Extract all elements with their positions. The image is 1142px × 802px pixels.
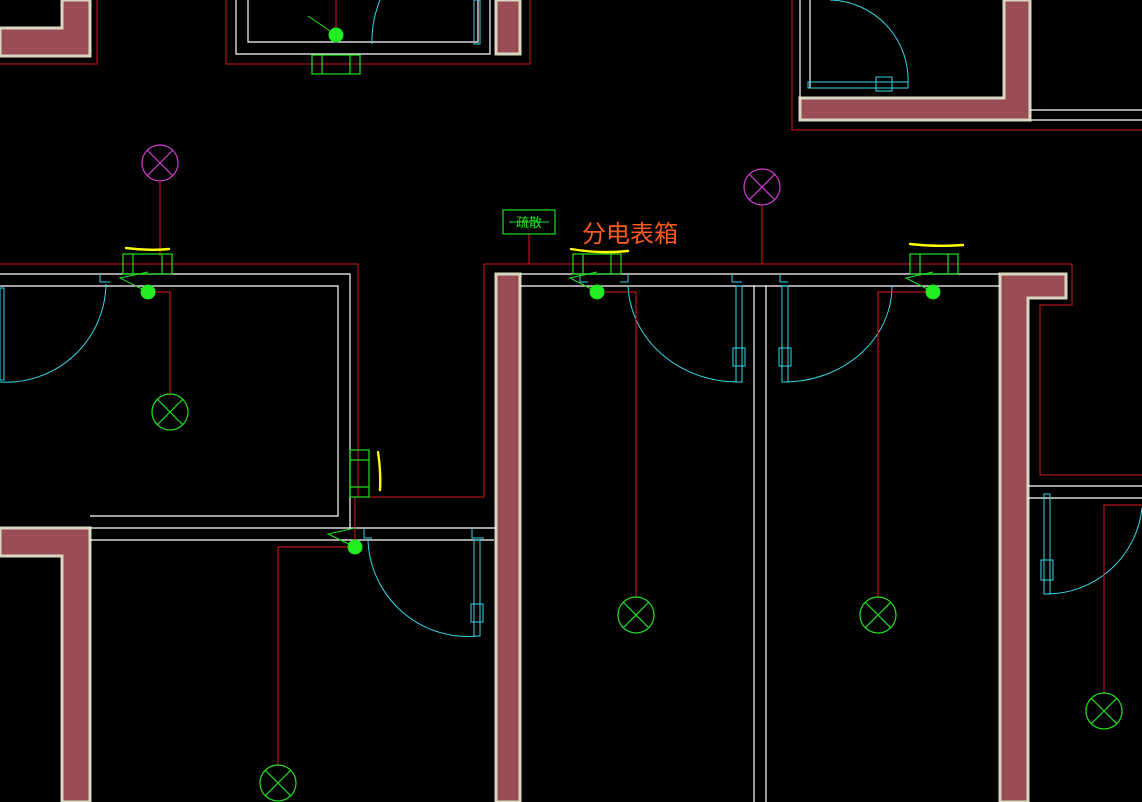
wall-top-right	[798, 0, 1032, 122]
switch-icon[interactable]	[307, 15, 344, 43]
ceiling-lamp-icon[interactable]	[859, 596, 897, 634]
ceiling-lamp-icon[interactable]	[617, 596, 655, 634]
wall-bottom-left	[0, 526, 92, 802]
pendant-lamp-icon[interactable]	[141, 144, 179, 182]
distribution-box-annotation: 分电表箱	[582, 220, 678, 248]
door-right	[1045, 507, 1142, 595]
wall-center-vertical	[494, 272, 522, 802]
door-corridor-1	[627, 285, 741, 383]
door-lower-left	[367, 539, 479, 637]
pendant-lamp-icon[interactable]	[743, 168, 781, 206]
switch-icon[interactable]	[904, 271, 941, 300]
ceiling-lamp-icon[interactable]	[259, 764, 297, 802]
switches	[118, 15, 941, 555]
door-left-room	[0, 283, 107, 383]
panels	[122, 54, 959, 498]
wall-top-left	[0, 0, 92, 58]
evacuation-sign-label: 疏散	[516, 216, 542, 231]
doors	[0, 0, 1142, 637]
door-top-right	[829, 0, 909, 85]
highlight-mark	[376, 450, 382, 492]
switch-icon[interactable]	[568, 271, 605, 300]
door-corridor-2	[783, 285, 893, 383]
walls	[0, 0, 1068, 802]
wiring	[148, 0, 1142, 766]
switch-icon[interactable]	[326, 527, 363, 555]
panel-box[interactable]	[572, 253, 622, 275]
switch-icon[interactable]	[118, 271, 156, 300]
ceiling-lamp-icon[interactable]	[151, 393, 189, 431]
wall-top-middle	[494, 0, 522, 56]
panel-box[interactable]	[122, 253, 173, 275]
pendant-lamps	[141, 144, 781, 206]
panel-box[interactable]	[349, 449, 370, 498]
evacuation-sign-box[interactable]	[502, 209, 556, 235]
door-top-middle	[371, 0, 381, 45]
highlight-mark	[124, 246, 171, 251]
highlight-mark	[908, 242, 965, 247]
frame-lines	[0, 0, 1142, 498]
panel-box[interactable]	[311, 54, 361, 75]
panel-box[interactable]	[909, 253, 959, 275]
ceiling-lamps	[151, 393, 1123, 802]
highlight-marks	[124, 242, 965, 492]
wall-right-l	[998, 272, 1068, 802]
ceiling-lamp-icon[interactable]	[1085, 692, 1123, 730]
highlight-mark	[569, 247, 630, 254]
